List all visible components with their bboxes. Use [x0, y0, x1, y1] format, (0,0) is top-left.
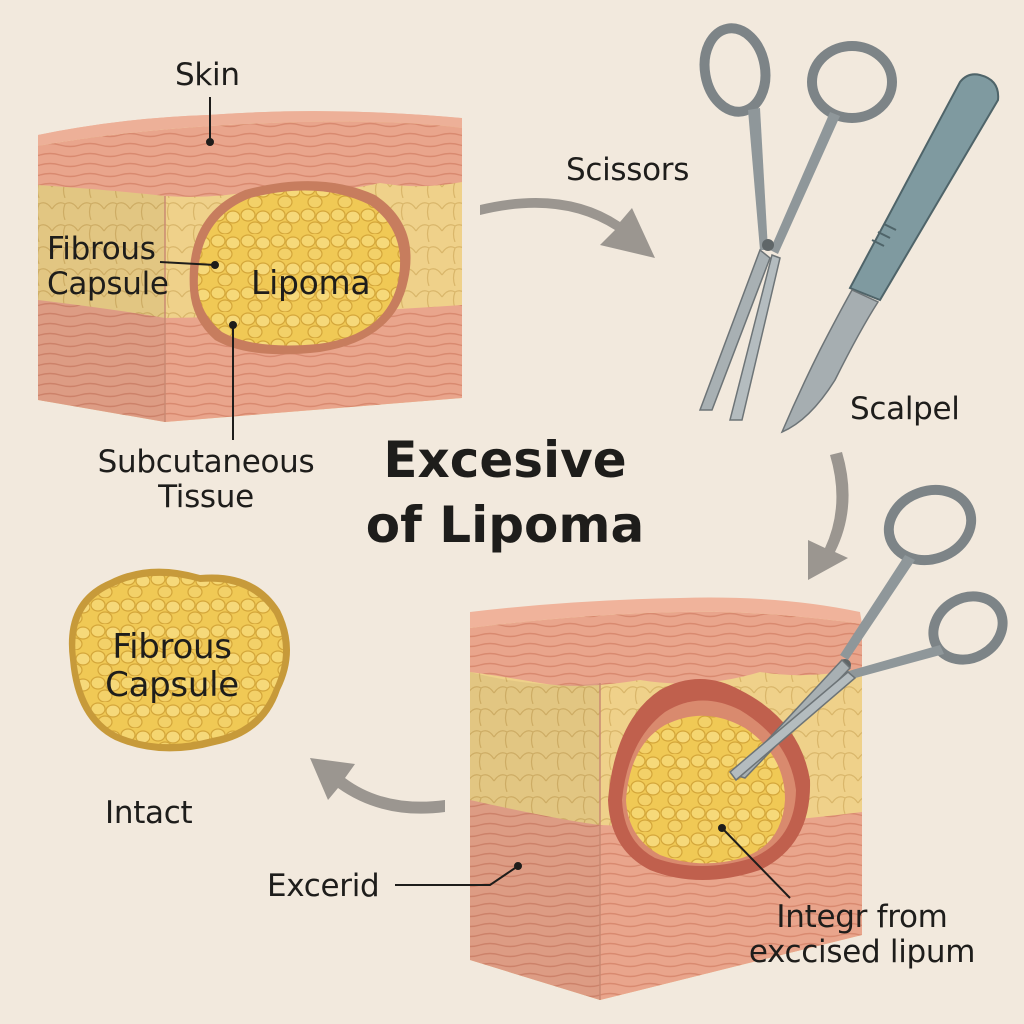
arrow-icon — [480, 197, 655, 258]
tissue-block-top — [38, 111, 462, 422]
tissue-block-bottom — [470, 597, 862, 1000]
label-line: Fibrous — [47, 231, 156, 267]
label-line: Capsule — [105, 665, 239, 706]
label-line: Subcutaneous — [97, 444, 315, 480]
leader-lines-top — [159, 97, 237, 440]
title-line-1: Excesive — [383, 431, 627, 489]
label-excerid: Excerid — [267, 868, 380, 904]
label-line: Tissue — [158, 478, 254, 515]
leader-lines-bottom — [395, 824, 791, 899]
label-line: exccised lipum — [748, 933, 976, 970]
label-line: Integr from — [776, 899, 948, 935]
arrow-icon — [808, 452, 849, 580]
lipoma-mass-top — [197, 190, 401, 346]
label-intact: Intact — [105, 795, 193, 831]
label-line: Capsule — [47, 265, 169, 302]
scissors-icon — [698, 23, 897, 421]
label-scissors: Scissors — [566, 152, 690, 188]
label-integr: Integr from exccised lipum — [730, 900, 994, 969]
label-subcutaneous-tissue: Subcutaneous Tissue — [86, 445, 326, 514]
diagram-title: Excesive of Lipoma — [340, 428, 670, 558]
label-fibrous-capsule-mass: Fibrous Capsule — [92, 628, 252, 704]
label-line: Fibrous — [112, 627, 232, 667]
excised-lipoma — [68, 568, 290, 752]
lipoma-mass-bottom — [626, 715, 785, 864]
scissors-icon — [728, 484, 1008, 782]
label-fibrous-capsule: Fibrous Capsule — [47, 232, 169, 301]
label-scalpel: Scalpel — [850, 391, 960, 427]
title-line-2: of Lipoma — [365, 496, 645, 554]
label-skin: Skin — [175, 57, 240, 93]
label-lipoma: Lipoma — [251, 263, 371, 302]
arrow-icon — [310, 758, 445, 814]
scalpel-icon — [780, 73, 1000, 434]
